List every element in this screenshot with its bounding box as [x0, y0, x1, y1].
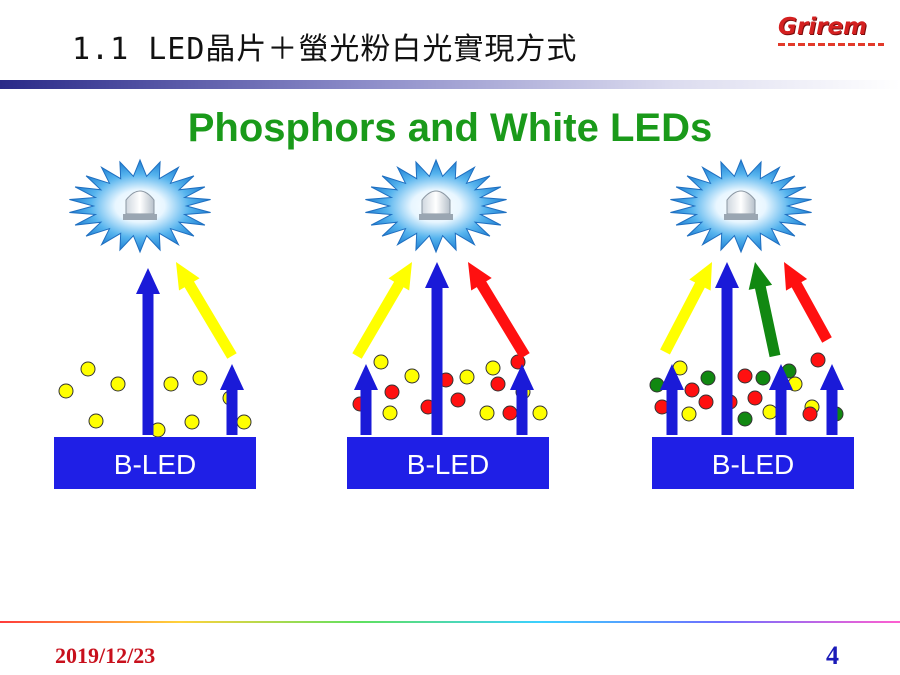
- phosphor-particle-red: [490, 376, 506, 392]
- blue-light-arrow: [220, 364, 244, 435]
- phosphor-particle-yellow: [762, 404, 778, 420]
- phosphor-particle-yellow: [80, 361, 96, 377]
- led-bulb-base-icon: [419, 214, 453, 220]
- phosphor-particle-yellow: [532, 405, 548, 421]
- blue-light-arrow: [715, 262, 739, 435]
- header-divider-bar: [0, 80, 900, 89]
- blue-light-arrow: [820, 364, 844, 435]
- led-bulb-base-icon: [123, 214, 157, 220]
- phosphor-particle-red: [502, 405, 518, 421]
- phosphor-particle-red: [747, 390, 763, 406]
- phosphor-particle-yellow: [459, 369, 475, 385]
- b-led-label: B-LED: [712, 449, 794, 480]
- b-led-block: [54, 437, 256, 489]
- led-bulb-base-icon: [724, 214, 758, 220]
- logo-underline: [778, 43, 884, 46]
- phosphor-particle-yellow: [192, 370, 208, 386]
- slide-heading: Phosphors and White LEDs: [187, 106, 713, 150]
- blue-light-arrow: [510, 364, 534, 435]
- phosphor-particle-yellow: [485, 360, 501, 376]
- phosphor-particle-green: [755, 370, 771, 386]
- red-light-arrow: [468, 262, 530, 359]
- phosphor-particle-red: [802, 406, 818, 422]
- b-led-label: B-LED: [114, 449, 196, 480]
- phosphor-particle-yellow: [404, 368, 420, 384]
- b-led-label: B-LED: [407, 449, 489, 480]
- slide-section-title: 1.1 LED晶片＋螢光粉白光實現方式: [72, 32, 578, 67]
- phosphor-particle-yellow: [236, 414, 252, 430]
- phosphor-particle-yellow: [681, 406, 697, 422]
- b-led-block: [347, 437, 549, 489]
- phosphor-particle-yellow: [163, 376, 179, 392]
- phosphor-particle-red: [384, 384, 400, 400]
- led-bulb-icon: [421, 190, 451, 215]
- phosphor-particle-red: [450, 392, 466, 408]
- phosphor-particle-yellow: [184, 414, 200, 430]
- phosphor-particle-red: [737, 368, 753, 384]
- footer-date: 2019/12/23: [55, 643, 156, 668]
- phosphor-particle-red: [810, 352, 826, 368]
- phosphor-particle-yellow: [88, 413, 104, 429]
- phosphor-particle-green: [700, 370, 716, 386]
- phosphor-particle-yellow: [373, 354, 389, 370]
- phosphor-particle-red: [684, 382, 700, 398]
- green-light-arrow: [748, 262, 781, 358]
- page-number: 4: [826, 641, 839, 670]
- blue-light-arrow: [136, 268, 160, 435]
- led-bulb-icon: [726, 190, 756, 215]
- phosphor-particle-yellow: [382, 405, 398, 421]
- yellow-light-arrow: [352, 262, 412, 359]
- footer-divider-line: [0, 621, 900, 623]
- blue-light-arrow: [354, 364, 378, 435]
- yellow-light-arrow: [660, 262, 712, 355]
- phosphor-particle-yellow: [110, 376, 126, 392]
- logo-text: Grirem: [778, 14, 868, 40]
- grirem-logo: Grirem: [778, 14, 886, 50]
- phosphor-particle-red: [698, 394, 714, 410]
- yellow-light-arrow: [176, 262, 237, 359]
- b-led-block: [652, 437, 854, 489]
- blue-light-arrow: [769, 364, 793, 435]
- phosphor-particle-yellow: [479, 405, 495, 421]
- blue-light-arrow: [660, 364, 684, 435]
- blue-light-arrow: [425, 262, 449, 435]
- phosphor-particle-green: [737, 411, 753, 427]
- phosphor-particle-yellow: [58, 383, 74, 399]
- led-bulb-icon: [125, 190, 155, 215]
- red-light-arrow: [784, 262, 832, 343]
